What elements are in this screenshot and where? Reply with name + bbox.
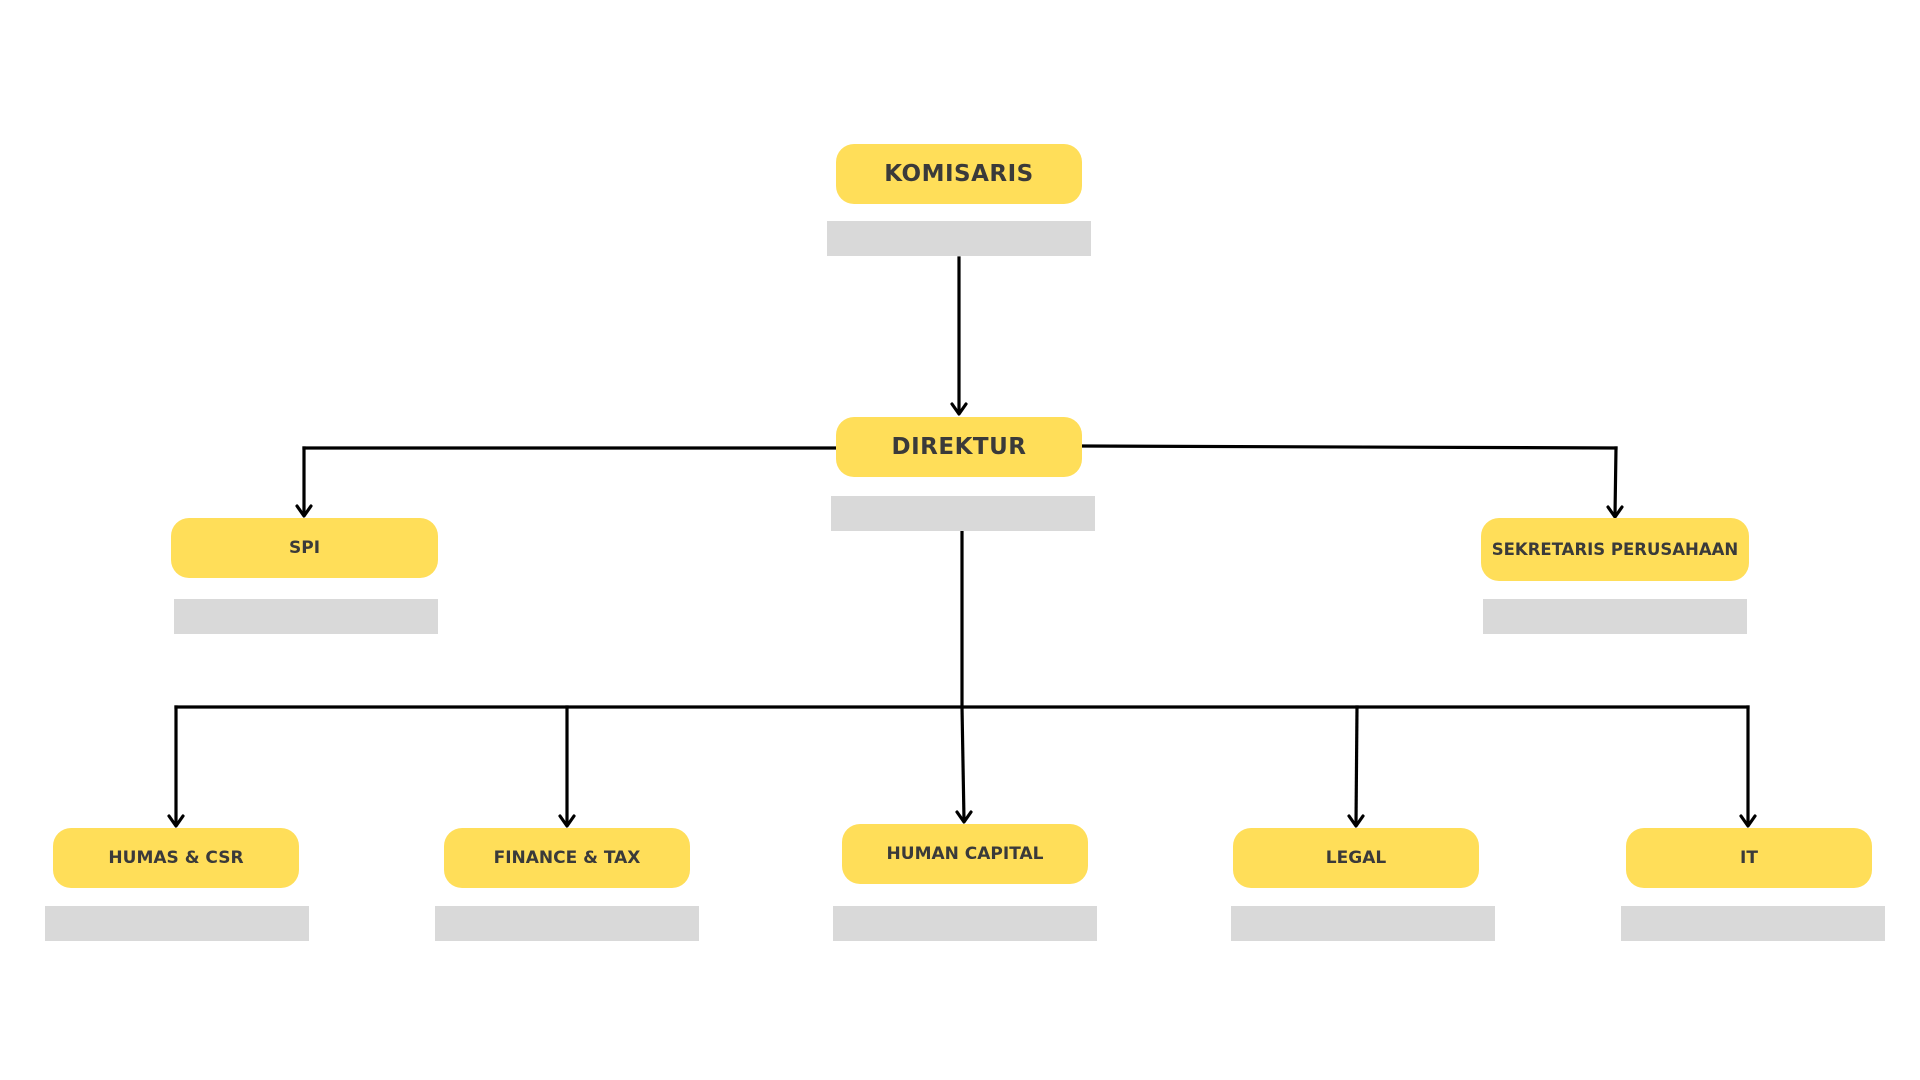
- name-bar-legal: [1231, 906, 1495, 941]
- node-it-label: IT: [1740, 848, 1758, 868]
- node-spi-label: SPI: [288, 538, 321, 558]
- name-bar-human-capital: [833, 906, 1097, 941]
- arrowhead-human-capital: [955, 810, 973, 824]
- arrowhead-spi: [295, 504, 313, 518]
- name-bar-it: [1621, 906, 1885, 941]
- node-it: IT: [1626, 828, 1872, 888]
- node-komisaris-label: KOMISARIS: [884, 161, 1034, 187]
- arrowhead-finance: [558, 814, 576, 828]
- node-finance-tax-label: FINANCE & TAX: [493, 848, 641, 868]
- node-spi: SPI: [171, 518, 438, 578]
- arrowhead-direktur: [950, 402, 968, 416]
- node-sekretaris-perusahaan-label: SEKRETARIS PERUSAHAAN: [1491, 540, 1739, 559]
- node-legal-label: LEGAL: [1325, 848, 1387, 868]
- connector-direktur-sekretaris-vertical: [1613, 446, 1618, 517]
- node-human-capital-label: HUMAN CAPITAL: [886, 844, 1044, 864]
- node-legal: LEGAL: [1233, 828, 1479, 888]
- name-bar-direktur: [831, 496, 1095, 531]
- name-bar-spi: [174, 599, 438, 634]
- node-humas-csr-label: HUMAS & CSR: [108, 848, 244, 868]
- node-sekretaris-perusahaan: SEKRETARIS PERUSAHAAN: [1481, 518, 1749, 581]
- connector-drop-human-capital: [960, 705, 966, 822]
- node-komisaris: KOMISARIS: [836, 144, 1082, 204]
- node-finance-tax: FINANCE & TAX: [444, 828, 690, 888]
- name-bar-finance-tax: [435, 906, 699, 941]
- connector-direktur-sekretaris-horizontal: [1080, 444, 1618, 450]
- node-direktur-label: DIREKTUR: [891, 434, 1027, 460]
- arrowhead-legal: [1347, 814, 1365, 828]
- node-direktur: DIREKTUR: [836, 417, 1082, 477]
- connector-drop-legal: [1354, 705, 1359, 826]
- node-human-capital: HUMAN CAPITAL: [842, 824, 1088, 884]
- arrowhead-it: [1739, 814, 1757, 828]
- arrowhead-sekretaris: [1606, 505, 1624, 519]
- name-bar-sekretaris-perusahaan: [1483, 599, 1747, 634]
- arrowhead-humas: [167, 814, 185, 828]
- node-humas-csr: HUMAS & CSR: [53, 828, 299, 888]
- name-bar-komisaris: [827, 221, 1091, 256]
- name-bar-humas-csr: [45, 906, 309, 941]
